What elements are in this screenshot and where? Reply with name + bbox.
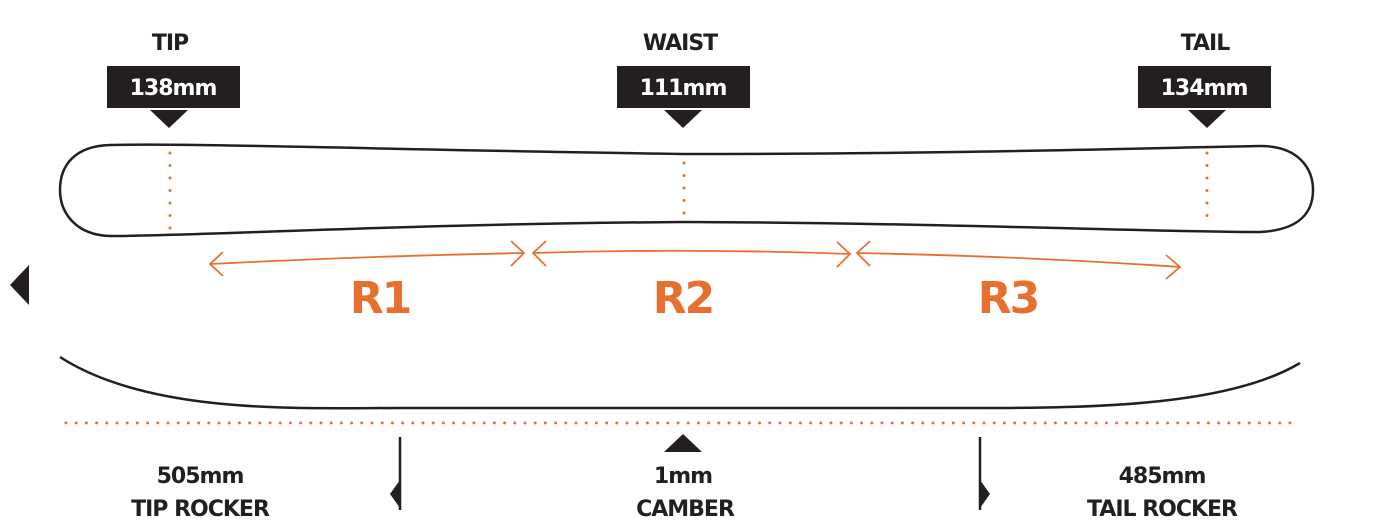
waist-label: WAIST	[643, 31, 718, 56]
tip-rocker-label: TIP ROCKER	[131, 497, 270, 522]
camber-label: CAMBER	[636, 497, 735, 522]
tip-width-box	[107, 66, 240, 108]
camber-value: 1mm	[654, 464, 712, 489]
radius-arrows	[208, 240, 1182, 280]
width-guides	[168, 151, 1209, 232]
waist-pointer-icon	[664, 110, 702, 128]
r1-arrow	[208, 240, 526, 277]
tail-pointer-icon	[1188, 110, 1226, 128]
tip-pointer-icon	[150, 110, 188, 128]
tail-width-box	[1138, 66, 1271, 108]
waist-width-box	[617, 66, 750, 108]
tail-rocker-value: 485mm	[1119, 464, 1206, 489]
flag-left-icon	[390, 480, 400, 508]
direction-triangle-icon	[10, 265, 29, 305]
tip-rocker-value: 505mm	[157, 464, 244, 489]
tip-label: TIP	[152, 31, 189, 56]
tail-rocker-label: TAIL ROCKER	[1087, 497, 1238, 522]
flag-right-icon	[980, 480, 990, 508]
r2-arrow	[531, 240, 852, 268]
ski-profile-line	[59, 355, 1301, 410]
tail-label: TAIL	[1181, 31, 1231, 56]
r3-arrow	[855, 240, 1182, 280]
tip-rocker-marker	[390, 437, 402, 510]
ski-outline	[58, 143, 1315, 238]
tip-width-value: 138mm	[130, 76, 217, 101]
camber-triangle-icon	[664, 434, 702, 452]
r2-label: R2	[653, 273, 714, 324]
tail-rocker-marker	[978, 437, 990, 510]
tip-width-marker: TIP 138mm	[107, 31, 240, 128]
waist-width-value: 111mm	[640, 76, 727, 101]
waist-width-marker: WAIST 111mm	[617, 31, 750, 128]
tail-width-marker: TAIL 134mm	[1138, 31, 1271, 128]
r1-label: R1	[350, 273, 411, 324]
r3-label: R3	[978, 273, 1039, 324]
tail-width-value: 134mm	[1161, 76, 1248, 101]
